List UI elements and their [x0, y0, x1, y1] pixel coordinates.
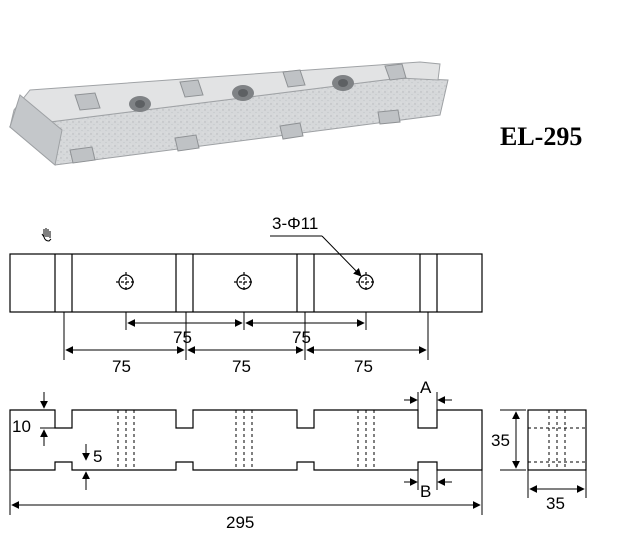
product-photo	[8, 61, 449, 166]
front-view	[9, 409, 483, 471]
pitch-top-1-label: 75	[173, 328, 192, 347]
side-view	[527, 409, 587, 471]
top-view-hole	[234, 272, 254, 292]
width-dimension	[527, 470, 587, 498]
hole-callout-label: 3-Φ11	[272, 214, 318, 233]
pitch-bottom-3-label: 75	[354, 357, 373, 376]
top-view-extension-lines	[63, 312, 429, 360]
photo-holes	[129, 75, 354, 112]
top-view-hole	[356, 272, 376, 292]
detail-a-dimension	[404, 392, 452, 410]
height-label: 35	[491, 431, 510, 450]
hand-cursor-icon	[41, 228, 52, 242]
length-label: 295	[226, 513, 254, 532]
pitch-bottom-2-label: 75	[232, 357, 251, 376]
height-dimension	[500, 409, 526, 471]
slot-depth-dimension	[40, 392, 55, 446]
detail-b-label: B	[420, 482, 431, 501]
hole-callout: 3-Φ11	[270, 214, 362, 277]
detail-a-label: A	[420, 378, 432, 397]
top-view	[9, 253, 483, 313]
length-dimension	[9, 470, 483, 515]
width-label: 35	[546, 494, 565, 513]
model-label: EL-295	[500, 122, 582, 151]
groove-depth-label: 5	[93, 447, 102, 466]
slot-depth-label: 10	[12, 417, 31, 436]
pitch-top-2-label: 75	[292, 328, 311, 347]
detail-b-dimension	[404, 470, 452, 490]
pitch-bottom-1-label: 75	[112, 357, 131, 376]
top-view-hole	[116, 272, 136, 292]
